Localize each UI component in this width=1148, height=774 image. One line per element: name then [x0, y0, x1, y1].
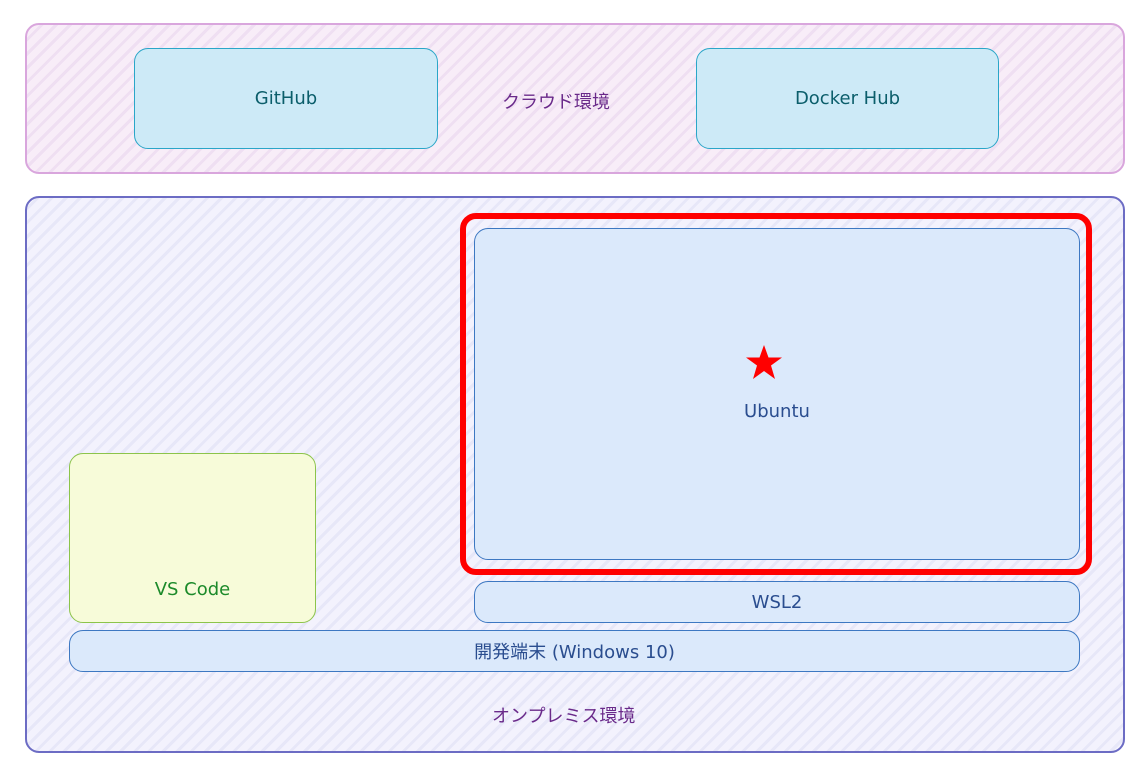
wsl2-box: WSL2: [474, 581, 1080, 623]
ubuntu-highlight-frame: [460, 213, 1092, 575]
vscode-box: VS Code: [69, 453, 316, 623]
onprem-environment-label: オンプレミス環境: [492, 706, 636, 727]
cloud-environment-label: クラウド環境: [502, 92, 610, 113]
vscode-label: VS Code: [154, 579, 231, 600]
ubuntu-box: Ubuntu: [474, 228, 1080, 560]
wsl2-label: WSL2: [751, 591, 803, 613]
star-icon: [746, 345, 782, 379]
docker-hub-box: Docker Hub: [696, 48, 999, 149]
github-label: GitHub: [254, 88, 318, 109]
dev-pc-box: 開発端末 (Windows 10): [69, 630, 1080, 672]
docker-hub-label: Docker Hub: [794, 88, 901, 109]
dev-pc-label: 開発端末 (Windows 10): [474, 642, 675, 663]
github-box: GitHub: [134, 48, 438, 149]
ubuntu-label: Ubuntu: [744, 401, 810, 422]
